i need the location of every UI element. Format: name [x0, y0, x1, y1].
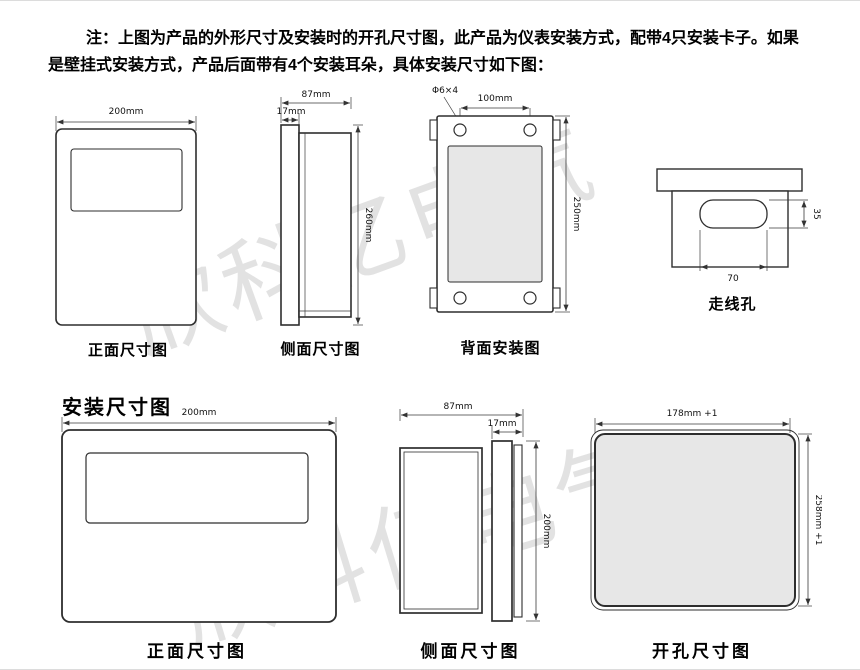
caption-back-top: 背面安装图 [460, 340, 541, 357]
wire-hole-slot [699, 199, 768, 229]
caption-cutout: 开孔尺寸图 [652, 642, 752, 661]
front-view-top: 200mm 正面尺寸图 [48, 101, 208, 360]
mounting-hole [453, 291, 467, 305]
mounting-tab [429, 119, 438, 141]
dim-label-height: 250mm [571, 197, 581, 232]
mounting-hole [523, 291, 537, 305]
dim-label-height: 260mm [363, 208, 373, 243]
front-view-bottom-drawing: 200mm [61, 408, 337, 623]
dim-label-depth: 87mm [444, 402, 473, 412]
note-text: 注：上图为产品的外形尺寸及安装时的开孔尺寸图，此产品为仪表安装方式，配带4只安装… [48, 25, 836, 79]
gasket-strip [513, 444, 523, 618]
note-line-2: 是壁挂式安装方式，产品后面带有4个安装耳朵，具体安装尺寸如下图： [48, 57, 553, 74]
bezel-profile [280, 124, 300, 326]
note-line-1: 注：上图为产品的外形尺寸及安装时的开孔尺寸图，此产品为仪表安装方式，配带4只安装… [86, 30, 799, 47]
dim-label-height: 200mm [541, 514, 551, 549]
dim-label-depth: 87mm [302, 90, 331, 100]
front-view-top-drawing: 200mm [55, 107, 197, 326]
dim-label-cutout-width: 178mm +1 [667, 409, 718, 419]
back-view-top-drawing: Φ6×4 100mm 250mm [429, 86, 581, 313]
mounting-hole [453, 123, 467, 137]
mounting-hole [523, 123, 537, 137]
cutout-outer-line [590, 429, 800, 611]
body-inner-line [403, 451, 479, 610]
side-view-top-drawing: 87mm 17mm 260mm [277, 90, 373, 326]
dim-label-cutout-height: 258mm +1 [813, 495, 822, 546]
caption-front-bottom: 正面尺寸图 [147, 642, 247, 661]
dim-label-slot-width: 70 [727, 274, 739, 284]
mounting-tab [552, 287, 561, 309]
caption-wire-hole: 走线孔 [708, 296, 757, 313]
cutout-drawing: 178mm +1 258mm +1 [590, 409, 822, 611]
body-profile [298, 132, 352, 318]
caption-front-top: 正面尺寸图 [87, 342, 168, 359]
top-flange [656, 168, 803, 192]
dim-label-slot-height: 35 [811, 208, 821, 219]
dim-label-hole-spacing: 100mm [478, 94, 513, 104]
wire-hole-view: 35 70 走线孔 [640, 159, 825, 314]
back-body [447, 145, 543, 283]
dim-label-bezel: 17mm [277, 107, 306, 117]
install-section-title: 安装尺寸图 [62, 397, 172, 419]
cutout-opening [594, 433, 796, 607]
mounting-tab [429, 287, 438, 309]
dim-label-hole-spec: Φ6×4 [432, 86, 458, 96]
bezel-profile [491, 440, 513, 622]
dim-label-width: 200mm [109, 107, 144, 117]
side-view-top: 87mm 17mm 260mm 侧面尺寸图 [263, 87, 378, 359]
side-view-bottom-drawing: 87mm 17mm 200mm [399, 402, 551, 622]
back-view-top: Φ6×4 100mm 250mm 背面安装图 [418, 81, 583, 358]
dim-label-width: 200mm [182, 408, 217, 418]
front-view-bottom: 200mm 正面尺寸图 [52, 403, 342, 662]
dim-label-bezel: 17mm [488, 419, 517, 429]
mounting-tab [552, 119, 561, 141]
caption-side-top: 侧面尺寸图 [280, 341, 361, 358]
wire-hole-drawing: 35 70 [656, 168, 821, 284]
side-view-bottom: 87mm 17mm 200mm 侧面尺寸图 [388, 399, 553, 662]
display-window [70, 148, 183, 212]
display-window [85, 452, 309, 524]
cutout-view: 178mm +1 258mm +1 开孔尺寸图 [582, 403, 822, 662]
caption-side-bottom: 侧面尺寸图 [420, 642, 521, 661]
